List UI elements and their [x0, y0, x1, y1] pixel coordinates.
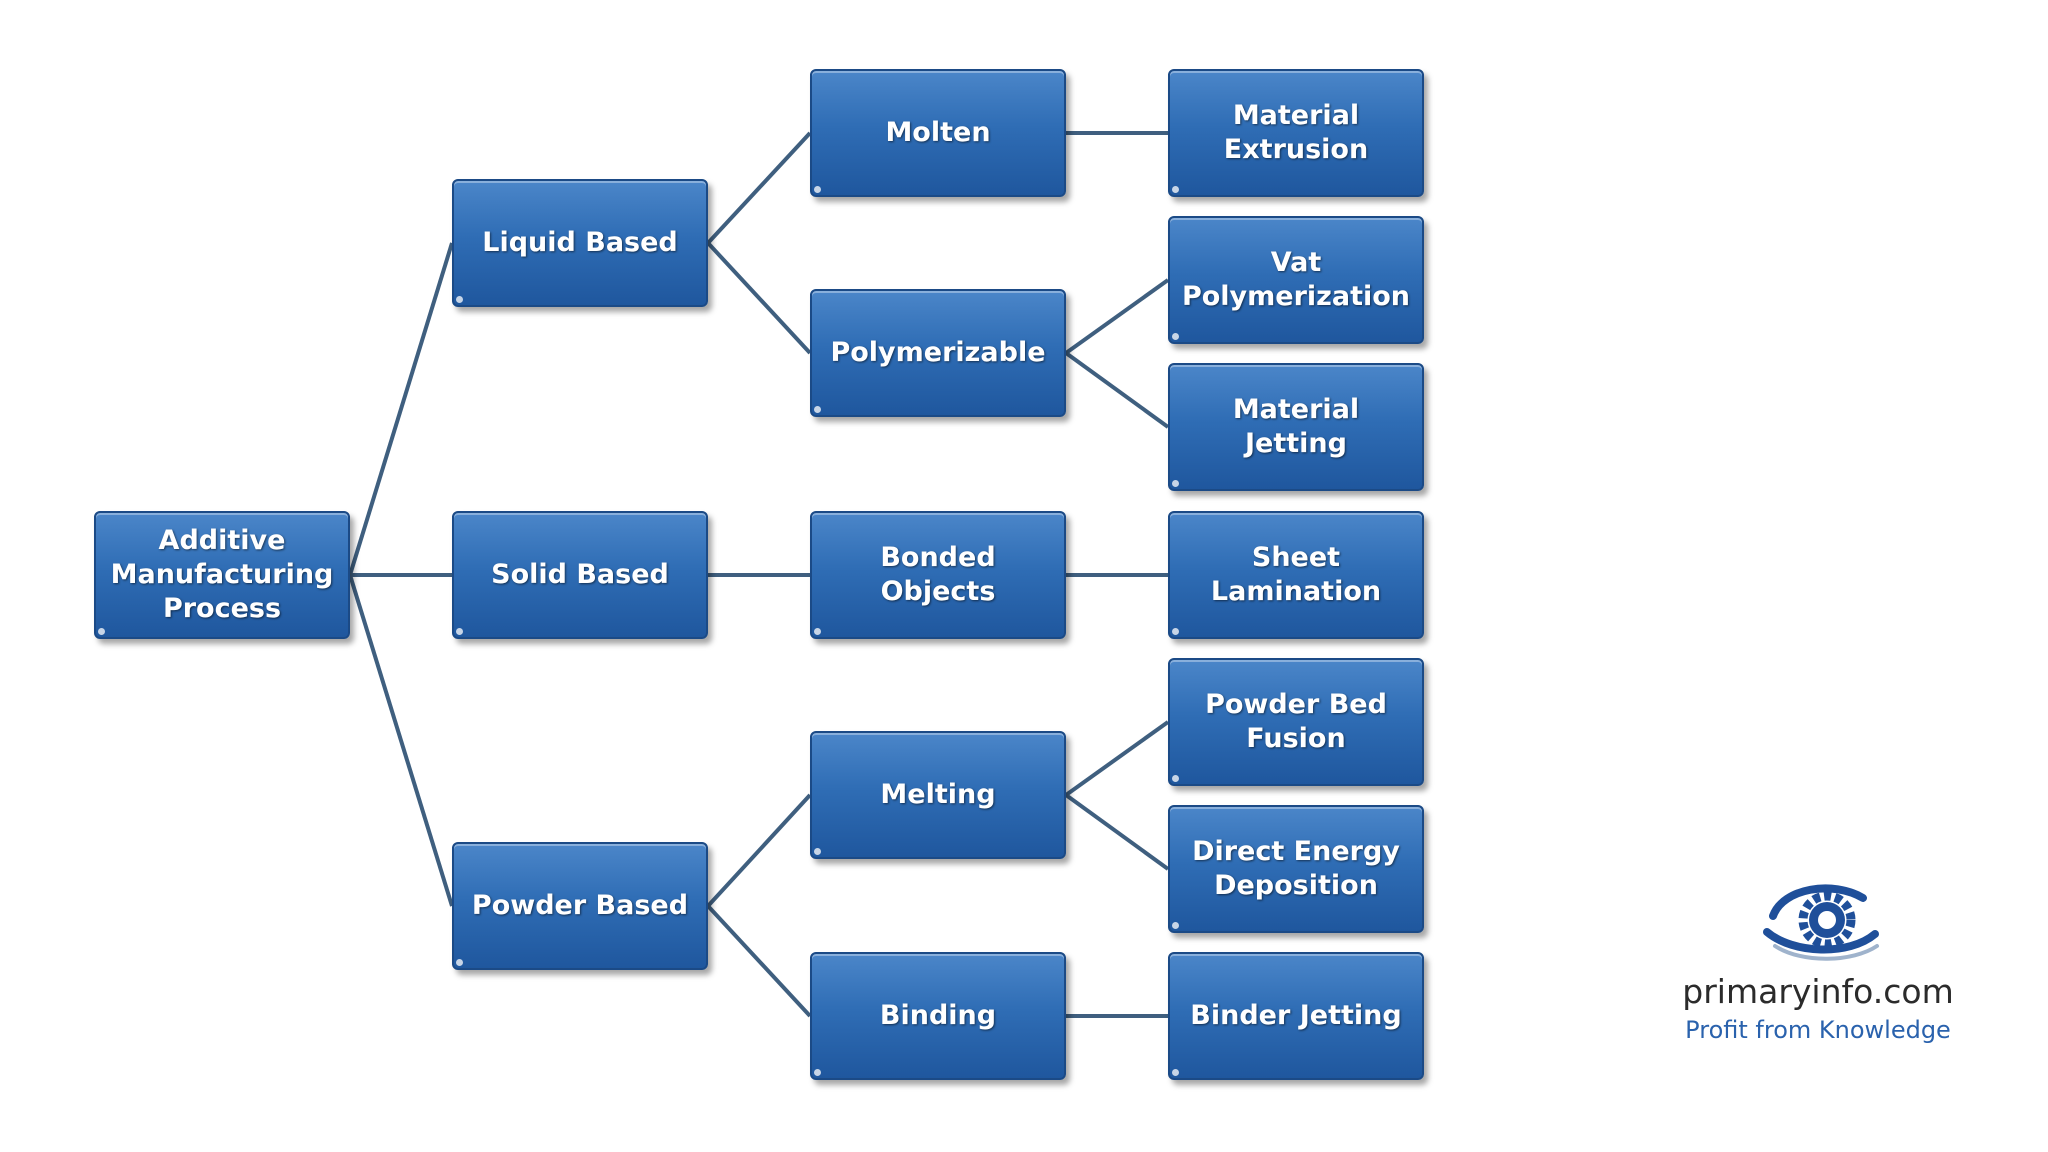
connector-liquid-polymerizable: [706, 241, 812, 355]
node-binder-jetting: Binder Jetting: [1168, 952, 1424, 1080]
connector-melting-pbf: [1064, 720, 1170, 797]
node-additive-manufacturing-process: Additive Manufacturing Process: [94, 511, 350, 639]
brand-tagline: Profit from Knowledge: [1685, 1016, 1951, 1044]
node-melting: Melting: [810, 731, 1066, 859]
node-liquid-based: Liquid Based: [452, 179, 708, 307]
node-polymerizable: Polymerizable: [810, 289, 1066, 417]
node-sheet-lamination: Sheet Lamination: [1168, 511, 1424, 639]
connector-melting-ded: [1064, 793, 1170, 871]
node-molten: Molten: [810, 69, 1066, 197]
node-powder-bed-fusion: Powder Bed Fusion: [1168, 658, 1424, 786]
brand-name: primaryinfo.com: [1682, 972, 1954, 1011]
connector-root-powder: [348, 574, 454, 907]
connector-powder-binding: [706, 904, 812, 1018]
brand-logo: primaryinfo.com Profit from Knowledge: [1668, 876, 1968, 1056]
node-binding: Binding: [810, 952, 1066, 1080]
node-powder-based: Powder Based: [452, 842, 708, 970]
node-bonded-objects: Bonded Objects: [810, 511, 1066, 639]
connector-liquid-molten: [706, 131, 812, 245]
node-material-jetting: Material Jetting: [1168, 363, 1424, 491]
gear-globe-icon: [1763, 884, 1879, 961]
connector-polymerizable-vat: [1064, 278, 1170, 355]
node-material-extrusion: Material Extrusion: [1168, 69, 1424, 197]
connector-polymerizable-jetting: [1064, 351, 1170, 429]
node-direct-energy-deposition: Direct Energy Deposition: [1168, 805, 1424, 933]
node-solid-based: Solid Based: [452, 511, 708, 639]
node-vat-polymerization: Vat Polymerization: [1168, 216, 1424, 344]
connector-powder-melting: [706, 793, 812, 908]
connector-root-liquid: [348, 242, 454, 576]
